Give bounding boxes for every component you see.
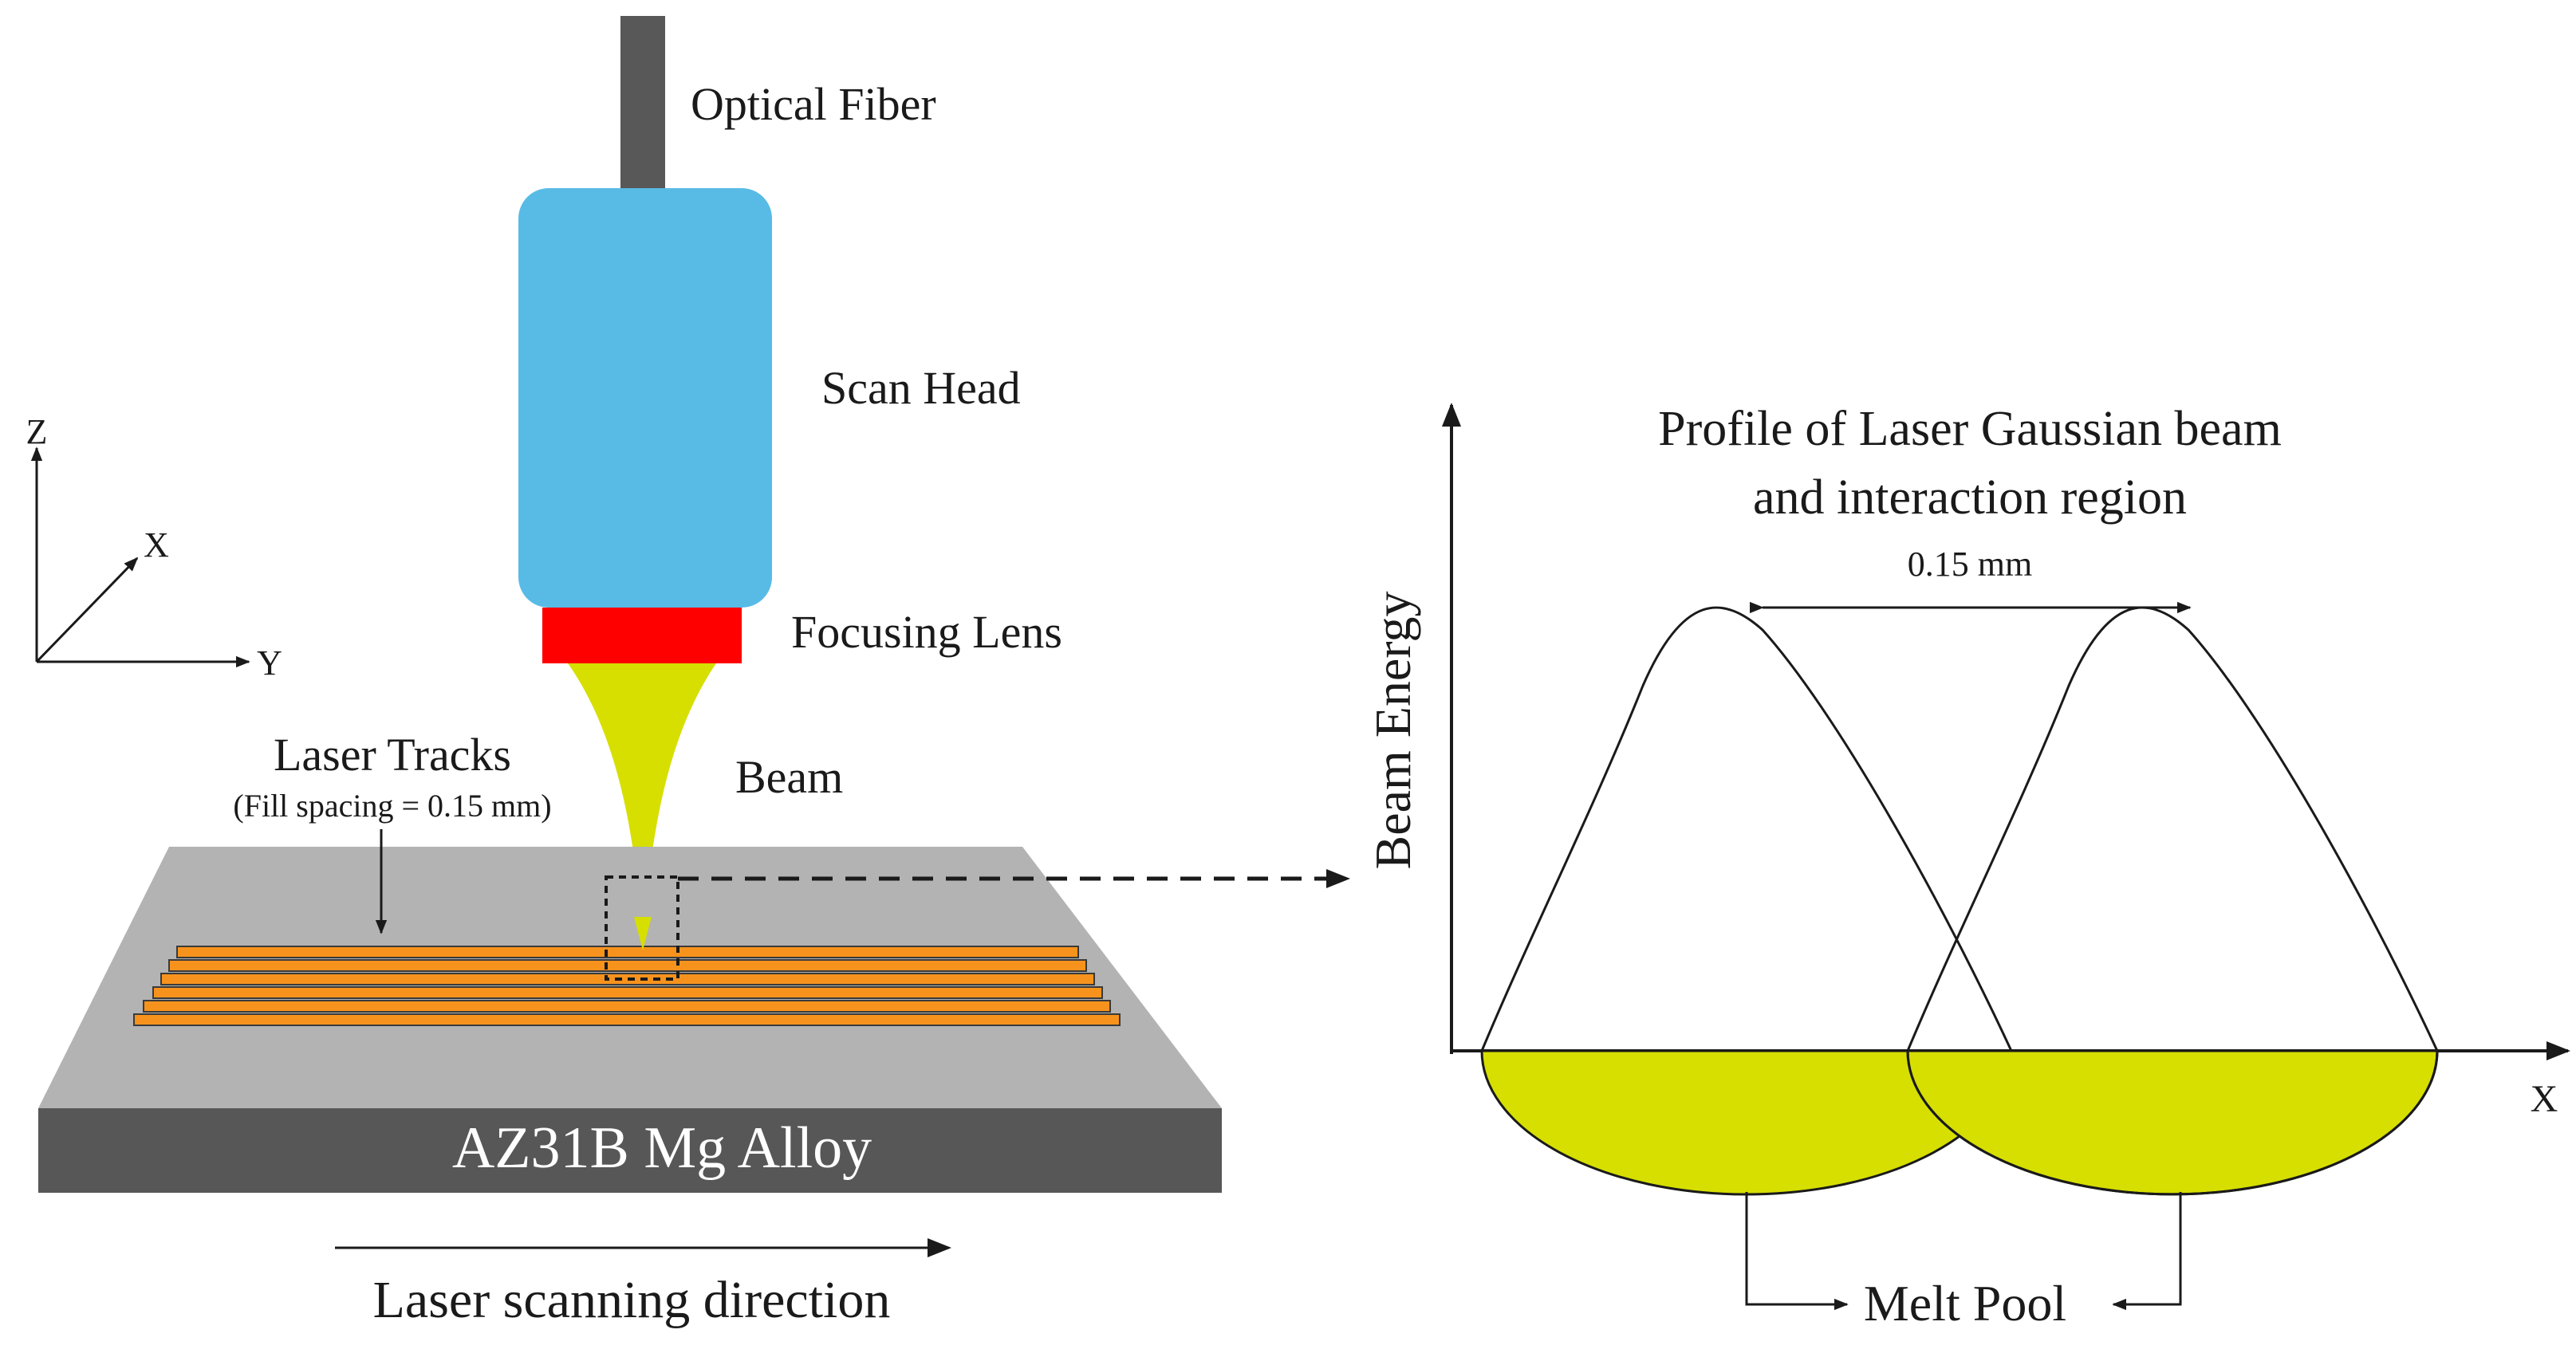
melt-pool-callout-right	[2112, 1192, 2182, 1311]
z-axis-label: Z	[26, 412, 48, 451]
laser-track	[143, 1000, 1111, 1013]
y-axis-label: Y	[257, 643, 282, 682]
laser-track	[176, 946, 1079, 958]
laser-tracks-label: Laser Tracks	[274, 729, 511, 781]
optical-fiber-label: Optical Fiber	[691, 78, 936, 130]
laser-track	[152, 986, 1103, 999]
substrate-label: AZ31B Mg Alloy	[452, 1115, 872, 1181]
melt-pool-overlap-outline	[1906, 1050, 2439, 1196]
x-axis-plot-label: X	[2531, 1078, 2558, 1120]
focusing-lens-label: Focusing Lens	[791, 606, 1062, 658]
beam-label: Beam	[735, 751, 843, 803]
x-axis	[35, 557, 139, 663]
x-axis-label: X	[144, 525, 169, 564]
substrate-side	[38, 1108, 1222, 1193]
laser-beam	[568, 663, 716, 945]
beam-energy-label: Beam Energy	[1365, 592, 1421, 870]
laser-track	[133, 1013, 1121, 1026]
spacing-label: 0.15 mm	[1908, 545, 2032, 584]
beam-profile-plot	[1442, 403, 2570, 1311]
coordinate-axes	[30, 446, 250, 668]
melt-pool-right	[1906, 1049, 2439, 1196]
scan-head	[518, 188, 772, 608]
laser-track	[168, 959, 1087, 972]
melt-pool-label: Melt Pool	[1864, 1275, 2066, 1331]
focusing-lens	[542, 608, 742, 663]
scan-head-label: Scan Head	[821, 362, 1021, 414]
scan-direction-label: Laser scanning direction	[373, 1271, 891, 1329]
melt-pool-callout-left	[1745, 1192, 1849, 1311]
gaussian-curve-left	[1480, 606, 2013, 1052]
beam-tip	[634, 917, 652, 950]
laser-tracks	[133, 946, 1121, 1026]
gaussian-curve-right	[1906, 606, 2439, 1052]
fill-spacing-label: (Fill spacing = 0.15 mm)	[233, 788, 551, 824]
profile-title-line1: Profile of Laser Gaussian beam	[1658, 402, 2282, 456]
interaction-region-box	[605, 875, 679, 981]
profile-title-line2: and interaction region	[1753, 470, 2187, 525]
optical-fiber	[620, 16, 665, 193]
